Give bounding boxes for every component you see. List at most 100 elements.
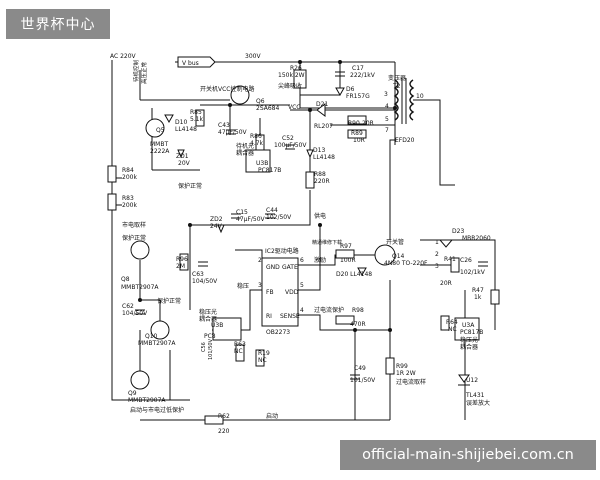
label-startup-protect: 启动与市电过低保护 [130,406,184,414]
label-d13-val: LL4148 [313,154,335,161]
label-regulate: 稳压 [237,282,249,290]
label-d6: D6 [346,86,355,93]
label-drive: 激励 [314,256,326,264]
label-ic-gate: GATE [282,264,298,271]
label-d6-val: FR157G [346,93,370,100]
label-u3b-top: U3B [256,160,268,167]
label-c43-val: 47μF/50V [218,129,248,136]
junctions [110,60,397,332]
label-ac-in: AC 220V [110,53,137,60]
label-sec-pin2: 2 [435,251,439,258]
label-r26: R26 [290,65,302,72]
transformer-t2 [393,78,415,124]
label-zd1-val: 20V [178,160,191,167]
label-r90: R90 [348,120,360,127]
label-u3a: U3A [462,322,475,329]
label-c62-val: 104/50V [122,310,148,317]
label-r26-val: 150k 2W [278,72,305,79]
label-power-supply: 供电 [314,212,326,220]
label-r83: R83 [122,195,134,202]
label-ic-gnd: GND [266,264,280,271]
label-ic-pin4: 4 [300,307,304,314]
label-u3b-bot: U3B [211,322,223,329]
label-zd1: ZD1 [176,153,189,160]
label-r84-val: 200k [122,174,137,181]
label-q14-val: 4N80 TO-220F [384,260,428,267]
label-c56: C56 [201,342,207,352]
label-c62: C62 [122,303,134,310]
label-ic-fb: FB [266,289,274,296]
label-r19: R19 [258,350,270,357]
label-q5-n: 2222A [150,148,170,155]
label-t2: T2 [392,83,401,90]
label-q14: Q14 [392,253,405,260]
label-pin7: 7 [385,127,389,134]
label-c15-val: 47μF/50V [236,216,266,223]
label-c17: C17 [352,65,364,72]
label-hv-high: 高压正常 [140,61,148,84]
label-r88: R88 [314,171,326,178]
label-r89-val: 10R [353,137,365,144]
label-q5: Q5 [156,127,165,134]
label-opto-standby-b: 耦合器 [236,149,254,157]
label-pc817b: PC817B [258,167,281,174]
label-r63: R63 [234,341,246,348]
label-ic-pin5: 5 [300,282,304,289]
opto-couplers [212,149,480,341]
label-switch-tube: 开关管 [386,238,404,246]
watermark-top: 世界杯中心 [6,9,110,39]
label-sec-pin3: 3 [435,263,439,270]
label-overcurrent-sample: 过电流取样 [396,378,426,386]
label-r62: R62 [218,413,230,420]
label-mains-sample: 市电取样 [122,221,146,229]
label-opto-reg2-a: 稳压光 [460,336,478,344]
label-c15: C15 [236,209,248,216]
label-watermark-faint: 精通维修下载 [312,239,342,246]
label-pc8: PC8 [204,333,216,340]
vbus-tag: V bus [177,56,216,68]
label-spike: 尖峰吸收 [278,82,302,90]
label-r97: R97 [340,243,352,250]
label-standby-ctrl: 待机控制 [132,59,140,82]
label-c52: C52 [282,135,294,142]
label-ic-pin3: 3 [258,282,262,289]
label-r99: R99 [396,363,408,370]
label-c63-val: 104/50V [192,278,218,285]
label-sec-pin1: 1 [435,239,439,246]
label-ic2: IC2驱动电路 [265,247,299,255]
label-ic-vdd: VDD [285,289,299,296]
label-c63: C63 [192,271,204,278]
label-d10-val: LL4148 [175,126,197,133]
label-opto-reg-a: 稳压光 [199,308,217,316]
label-300v: 300V [245,53,261,60]
labels: AC 220V 300V 待机控制 高压正常 开关机VCC控制电路 VCC R2… [110,53,491,435]
label-d23-val: MBR2060 [462,235,491,242]
label-q10: Q10 [145,333,158,340]
label-pin3: 3 [384,91,388,98]
label-r97-val: 100R [340,257,356,264]
ic2-box [261,257,299,327]
label-r47-val: 1k [474,294,482,301]
label-error-amp: 误差放大 [466,399,490,407]
label-ic-ri: RI [266,313,272,320]
label-q6-val: 2SA684 [256,105,279,112]
label-transformer: 变压器 [388,74,406,82]
label-r96: R96 [176,256,188,263]
label-q9: Q9 [128,390,137,397]
label-c52-val: 100μF/50V [274,142,307,149]
label-r41-val: 20R [440,280,452,287]
label-c17-val: 222/1kV [350,72,376,79]
label-r88-val: 220R [314,178,330,185]
label-r63-val: NC [234,348,243,355]
label-tl431: TL431 [465,392,485,399]
label-pin10: 10 [416,93,424,100]
label-r86-val: 4.7k [250,140,264,147]
label-r86: R86 [250,133,262,140]
label-c49: C49 [354,365,366,372]
label-r84: R84 [122,167,134,174]
label-overcurrent-protect: 过电流保护 [314,306,344,314]
label-protect-normal-1: 保护正常 [178,182,202,190]
label-r47: R47 [472,287,484,294]
label-r19-val: NC [258,357,267,364]
label-r62-val: 220 [218,428,230,435]
